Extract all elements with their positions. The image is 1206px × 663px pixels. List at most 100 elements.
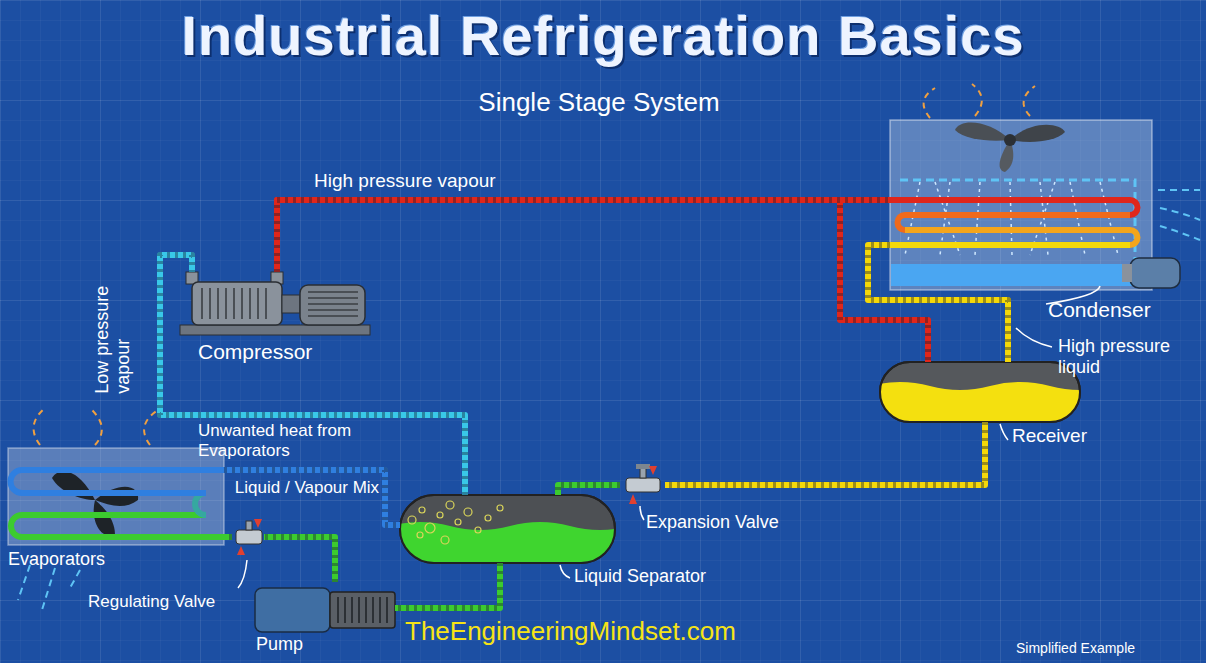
condenser-unit: [1130, 258, 1180, 288]
leader-line: [238, 286, 1100, 588]
regulating-valve-symbol: [236, 530, 262, 544]
compressor-unit: [300, 285, 365, 325]
pipe-stripes: [395, 563, 500, 608]
heat-waves: [34, 408, 45, 445]
compressor-unit: [265, 288, 267, 319]
pump-unit: [358, 597, 360, 623]
leader-line: [238, 560, 247, 588]
air-flow: [1160, 226, 1200, 240]
refrigerant-pipe: [160, 255, 465, 495]
compressor-unit: [202, 288, 266, 319]
pipe-body: [160, 255, 465, 495]
compressor-unit: [209, 288, 211, 319]
evaporators-label: Evaporators: [8, 549, 105, 570]
pump-unit: [365, 597, 367, 623]
compressor-unit: [201, 288, 203, 319]
pump-unit: [344, 597, 346, 623]
air-flow: [18, 565, 30, 600]
refrigerant-pipe: [277, 200, 890, 272]
compressor-unit: [233, 288, 235, 319]
condenser-unit: [1122, 264, 1132, 282]
expansion-valve-symbol: [629, 494, 637, 504]
liquid-separator-tank: [441, 536, 449, 544]
liquid-separator-tank: [417, 532, 423, 538]
liquid-separator-tank: [408, 516, 416, 524]
compressor-unit: [180, 325, 370, 335]
pipe-body: [277, 200, 890, 272]
liquid-separator-tank: [408, 501, 503, 544]
leader-line: [640, 506, 644, 520]
pump-unit: [255, 588, 395, 632]
pipe-body: [224, 470, 400, 525]
refrigerant-pipe: [395, 563, 500, 608]
pipe-body: [277, 200, 928, 362]
heat-waves: [144, 410, 158, 445]
pipe-body: [224, 534, 232, 540]
liquid-separator-label: Liquid Separator: [574, 566, 706, 587]
evaporator-unit: [11, 470, 225, 493]
liquid-separator-tank: [497, 505, 503, 511]
liquid-separator: Liquid Separator: [400, 495, 615, 563]
receiver: Receiver: [880, 362, 1080, 422]
pipe-stripes: [558, 485, 620, 495]
footnote: Simplified Example: [1016, 640, 1201, 656]
leader-line: [1000, 424, 1008, 440]
liquid-separator-tank: [425, 523, 435, 533]
compressor-unit: [192, 282, 282, 325]
condenser-unit: [891, 264, 1151, 286]
pipe-stripes: [264, 537, 335, 582]
pipe-body: [558, 485, 620, 495]
pipe-label: High pressure vapour: [314, 170, 554, 192]
receiver-tank: [880, 362, 1080, 422]
pipe-stripes: [224, 534, 232, 540]
compressor-unit: [249, 288, 251, 319]
pipe-body: [868, 245, 1008, 362]
condenser-unit: [1010, 125, 1065, 142]
heat-waves: [92, 410, 102, 445]
pump-unit: [255, 588, 330, 632]
liquid-separator-tank: [419, 507, 425, 513]
pipe-stripes: [277, 200, 928, 362]
condenser-label: Condenser: [1048, 298, 1151, 322]
pump-unit: [330, 592, 395, 628]
heat-note: Unwanted heat from Evaporators: [198, 421, 413, 460]
receiver-label: Receiver: [1012, 425, 1087, 447]
pump-unit: [337, 597, 339, 623]
leader-line: [1016, 328, 1052, 347]
regulating-valve-label: Regulating Valve: [88, 592, 215, 612]
air-flow: [42, 568, 55, 610]
pipe-stripes: [277, 200, 890, 272]
evaporator: Evaporators: [8, 448, 224, 545]
regulating-valve-symbol: [254, 519, 262, 528]
liquid-separator-tank: [464, 508, 472, 516]
compressor-unit: [308, 315, 358, 317]
refrigerant-pipe: [277, 200, 928, 362]
pump-unit: [351, 597, 353, 623]
expansion-valve-symbol: [626, 478, 660, 492]
refrigerant-pipe: [224, 537, 232, 538]
refrigerant-pipe: [224, 470, 400, 525]
pipe-body: [395, 563, 500, 608]
expansion-valve-symbol: [626, 464, 660, 504]
refrigerant-pipe: [558, 485, 620, 495]
condenser-unit: [890, 242, 1130, 248]
pipe-stripes: [224, 470, 400, 525]
regulating-valve-symbol: [246, 521, 252, 530]
evaporator-unit: [8, 448, 224, 545]
liquid-separator-tank: [446, 501, 454, 509]
liquid-separator-tank: [437, 512, 443, 518]
condenser: Condenser: [890, 120, 1152, 290]
compressor-unit: [308, 291, 358, 293]
condenser-unit: [1004, 134, 1016, 146]
pipe-body: [264, 537, 335, 582]
pump-unit: [338, 597, 387, 623]
subtitle: Single Stage System: [0, 88, 1202, 118]
heat-waves: [1024, 86, 1035, 116]
compressor-unit: [225, 288, 227, 319]
pipe-label: Low pressure vapour: [92, 264, 133, 394]
pump-unit: [372, 597, 374, 623]
refrigerant-pipe: [868, 245, 1008, 362]
compressor-unit: [282, 295, 300, 313]
